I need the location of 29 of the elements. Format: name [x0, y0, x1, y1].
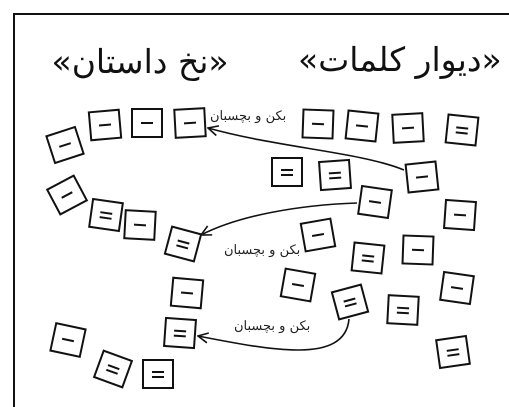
sticky-note [88, 108, 122, 142]
sticky-note [344, 109, 380, 143]
heading: «دیوار کلمات» [298, 40, 502, 79]
sticky-note [301, 108, 335, 140]
edge-label: بکن و بچسبان [232, 318, 312, 334]
arrow [197, 318, 350, 351]
sticky-note [443, 198, 477, 232]
edge-label: بکن و بچسبان [208, 108, 288, 124]
edge-label: بکن و بچسبان [222, 242, 302, 258]
sticky-note [439, 270, 475, 306]
sticky-note [444, 113, 480, 147]
sticky-note [386, 294, 420, 326]
sticky-note [131, 108, 163, 138]
sticky-note [163, 316, 197, 350]
heading: «نخ داستان» [52, 42, 229, 81]
sticky-note [404, 160, 440, 194]
sticky-note [401, 234, 435, 266]
sticky-note [123, 209, 157, 241]
sticky-note [350, 241, 386, 275]
sticky-note [88, 198, 124, 232]
sticky-note [435, 334, 471, 370]
sticky-note [271, 157, 303, 187]
sticky-note [142, 359, 174, 389]
sticky-note [170, 276, 204, 310]
sticky-note [173, 107, 207, 139]
sticky-note [391, 112, 425, 144]
sticky-note [357, 184, 393, 220]
sticky-note [318, 158, 352, 192]
arrow [207, 124, 404, 171]
